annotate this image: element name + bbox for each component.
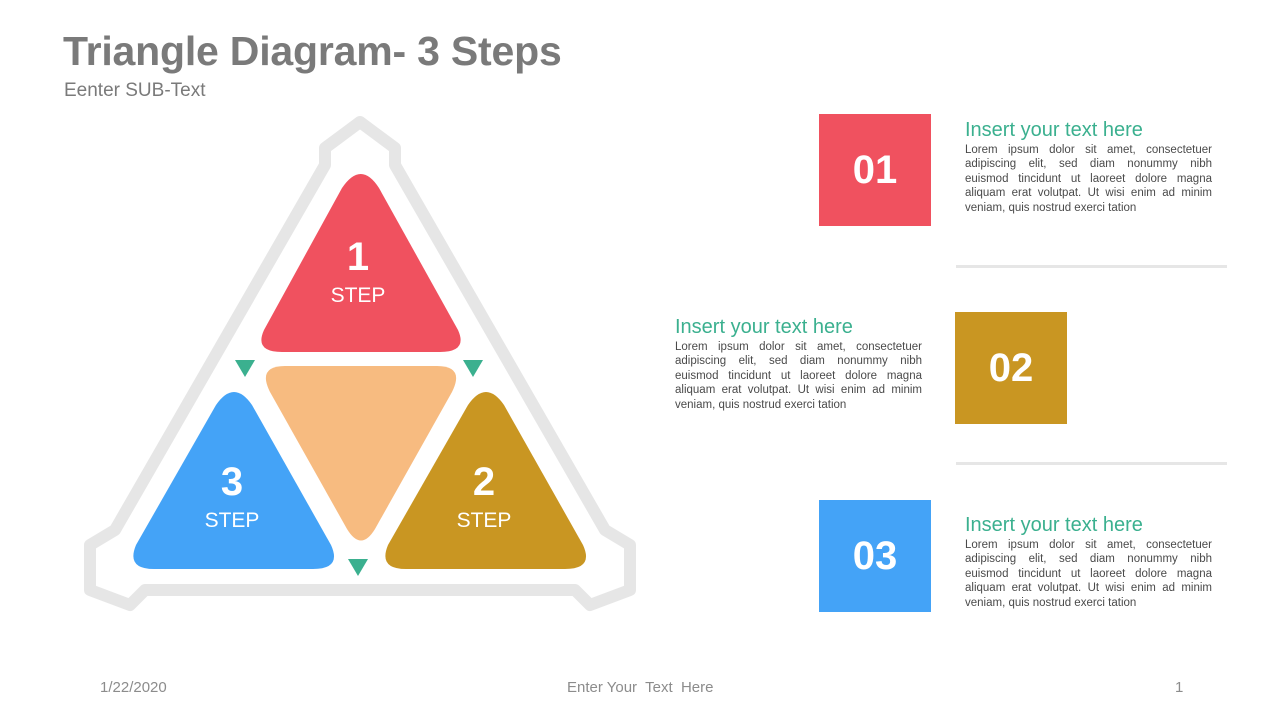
footer-date: 1/22/2020: [100, 679, 167, 696]
item-2-text-block: Insert your text here Lorem ipsum dolor …: [675, 316, 922, 412]
footer-center-text: Enter Your Text Here: [567, 679, 714, 696]
item-2-body: Lorem ipsum dolor sit amet, consectetuer…: [675, 341, 922, 411]
slide-subtitle: Eenter SUB-Text: [64, 80, 206, 101]
item-1-number-box: 01: [819, 114, 931, 226]
step-3-number: 3: [221, 460, 243, 504]
item-3-heading: Insert your text here: [965, 514, 1143, 536]
item-1-body: Lorem ipsum dolor sit amet, consectetuer…: [965, 144, 1212, 214]
footer-page-number: 1: [1175, 679, 1184, 696]
step-2-number: 2: [473, 460, 495, 504]
item-3-body: Lorem ipsum dolor sit amet, consectetuer…: [965, 539, 1212, 609]
step-2-triangle: [385, 392, 587, 569]
outer-frame: [84, 116, 636, 611]
item-3-text-block: Insert your text here Lorem ipsum dolor …: [965, 514, 1212, 610]
step-1-label: STEP: [331, 284, 386, 307]
arrow-down-icon-right: [463, 360, 483, 377]
arrow-down-icon-bottom: [348, 559, 368, 576]
item-3-number-box: 03: [819, 500, 931, 612]
slide-title: Triangle Diagram- 3 Steps: [63, 28, 562, 74]
step-3-triangle: [133, 392, 335, 569]
arrow-down-icon-left: [235, 360, 255, 377]
step-2-label: STEP: [457, 509, 512, 532]
item-2-heading: Insert your text here: [675, 316, 853, 338]
item-1-text-block: Insert your text here Lorem ipsum dolor …: [965, 119, 1212, 215]
divider-1: [956, 265, 1227, 268]
step-1-triangle: [261, 174, 461, 352]
step-3-label: STEP: [205, 509, 260, 532]
item-2-number-box: 02: [955, 312, 1067, 424]
divider-2: [956, 462, 1227, 465]
step-1-number: 1: [347, 235, 369, 279]
center-inverted-triangle: [265, 366, 457, 541]
item-1-heading: Insert your text here: [965, 119, 1143, 141]
